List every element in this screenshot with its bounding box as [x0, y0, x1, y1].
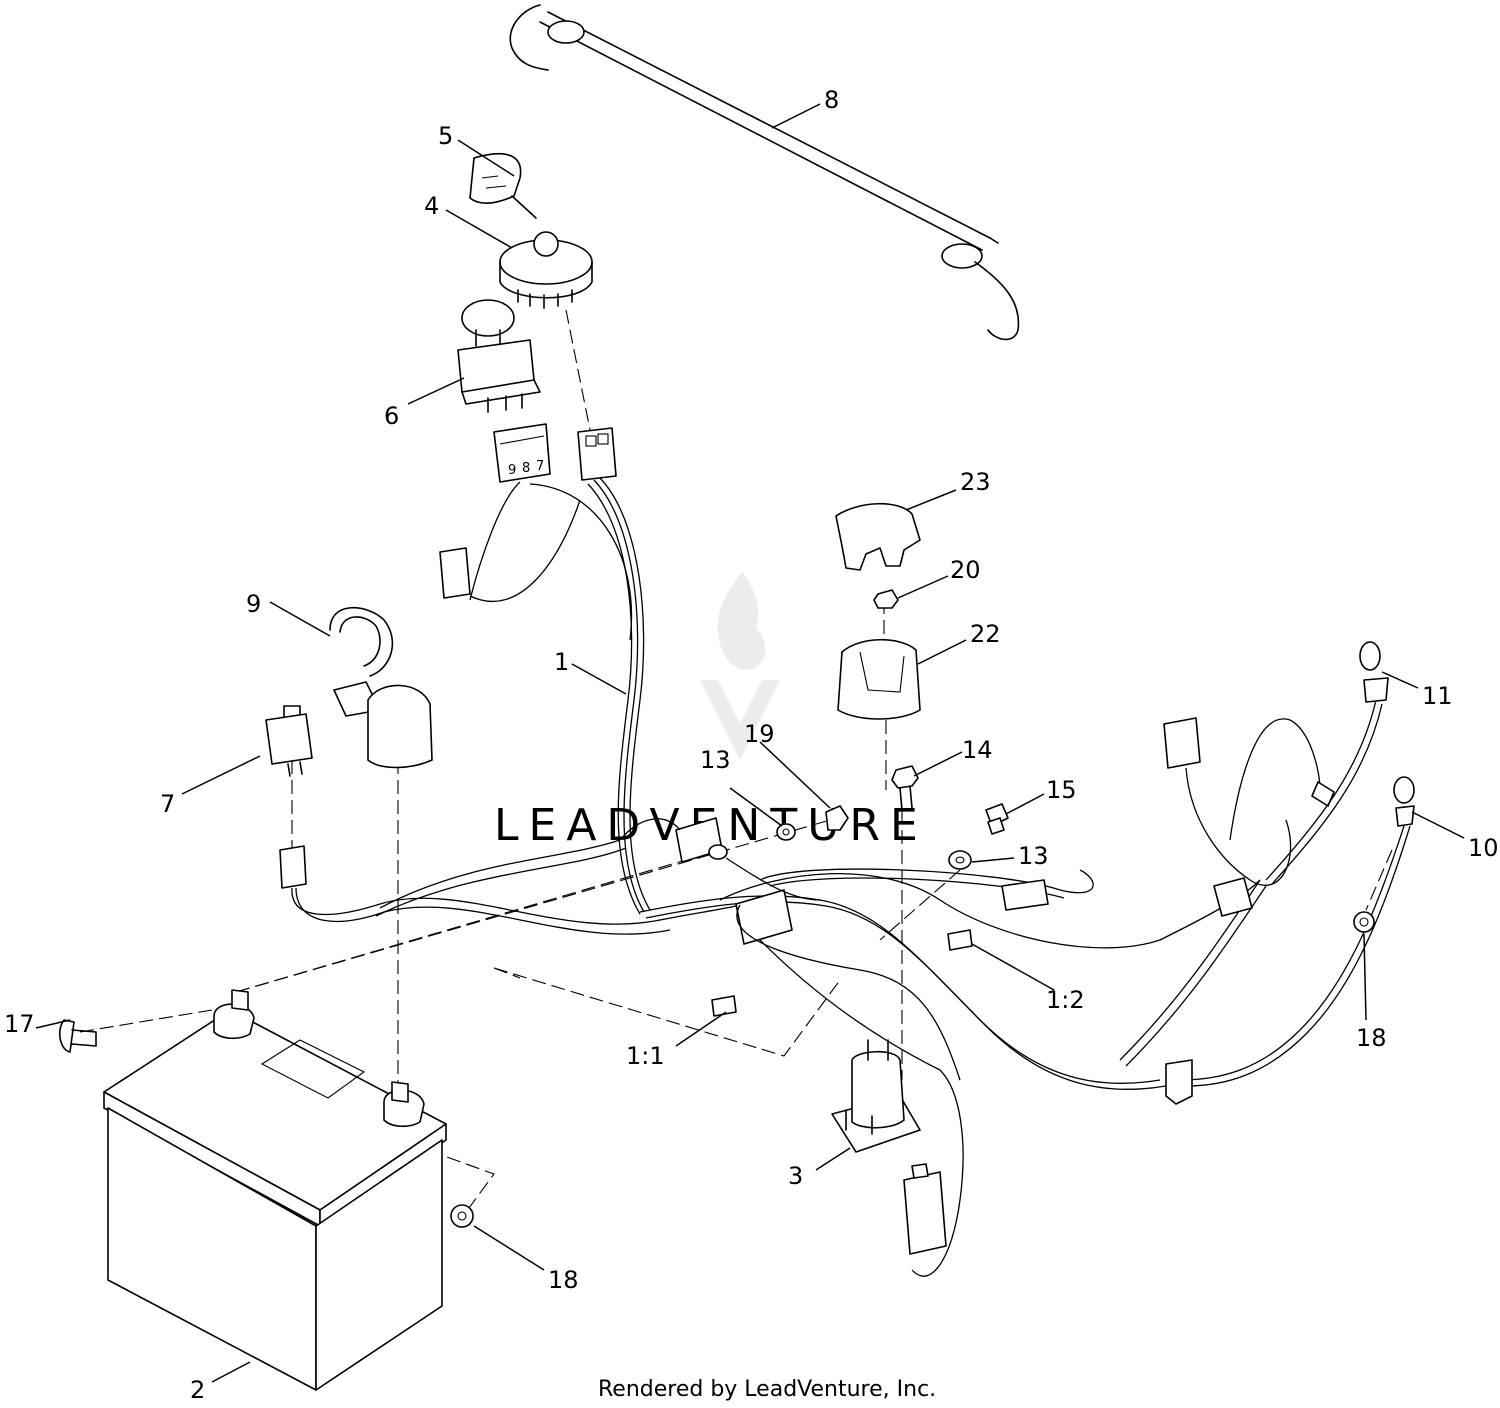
callout-3: 3: [788, 1162, 803, 1190]
callout-7: 7: [160, 790, 175, 818]
callout-13-left: 13: [700, 746, 731, 774]
callout-1: 1: [554, 648, 569, 676]
part-9-terminal-boot: [329, 606, 433, 769]
part-2-battery: [103, 989, 447, 1391]
callout-19: 19: [744, 720, 775, 748]
watermark-flame-icon: [717, 572, 766, 670]
part-3-solenoid: [831, 1039, 921, 1153]
callout-1-2: 1:2: [1046, 986, 1085, 1014]
watermark-v-icon: [700, 680, 780, 760]
part-13-washer-left: [776, 823, 796, 841]
callout-18-battery: 18: [548, 1266, 579, 1294]
callout-10: 10: [1468, 834, 1499, 862]
callout-9: 9: [246, 590, 261, 618]
callout-8: 8: [824, 86, 839, 114]
callout-23: 23: [960, 468, 991, 496]
part-14-bolt: [891, 765, 919, 811]
part-19-nut: [825, 805, 849, 831]
callout-20: 20: [950, 556, 981, 584]
part-15-bolt: [985, 803, 1009, 835]
part-8-hook-rod: [509, 4, 1020, 341]
callout-14: 14: [962, 736, 993, 764]
footer-credit: Rendered by LeadVenture, Inc.: [598, 1377, 936, 1402]
callout-labels: 8 5 4 6 9 1 7 23 20 22 19 13 14 15 13 11…: [4, 86, 1499, 1404]
part-20-nut: [873, 589, 899, 609]
pin-label: 9: [508, 463, 516, 478]
part-interlock-switch: [903, 1163, 947, 1255]
pin-label: 8: [522, 461, 530, 476]
part-18-nut-battery: [450, 1204, 474, 1228]
pin-label: 7: [536, 459, 544, 474]
callout-22: 22: [970, 620, 1001, 648]
callout-5: 5: [438, 122, 453, 150]
part-7-seat-switch: [265, 705, 313, 777]
part-23-cover: [835, 502, 921, 571]
callout-6: 6: [384, 402, 399, 430]
connector-pto: 9 8 7: [493, 423, 551, 483]
callout-13-right: 13: [1018, 842, 1049, 870]
assembly-lines: [79, 309, 1393, 1213]
connector-ignition: [577, 427, 617, 481]
part-4-ignition-switch: [499, 231, 593, 309]
callout-11: 11: [1422, 682, 1453, 710]
leader-lines: [35, 103, 1465, 1383]
callout-4: 4: [424, 192, 439, 220]
callout-15: 15: [1046, 776, 1077, 804]
part-1-wiring-harness: [279, 477, 1415, 1277]
callout-17: 17: [4, 1010, 35, 1038]
callout-2: 2: [190, 1376, 205, 1404]
part-13-washer-right: [948, 850, 972, 870]
part-6-pto-switch: [457, 299, 541, 413]
callout-1-1: 1:1: [626, 1042, 665, 1070]
part-5-ignition-key: [469, 153, 537, 219]
callout-18-right: 18: [1356, 1024, 1387, 1052]
part-22-cover-base: [837, 638, 921, 720]
part-17-bolt: [58, 1019, 97, 1053]
